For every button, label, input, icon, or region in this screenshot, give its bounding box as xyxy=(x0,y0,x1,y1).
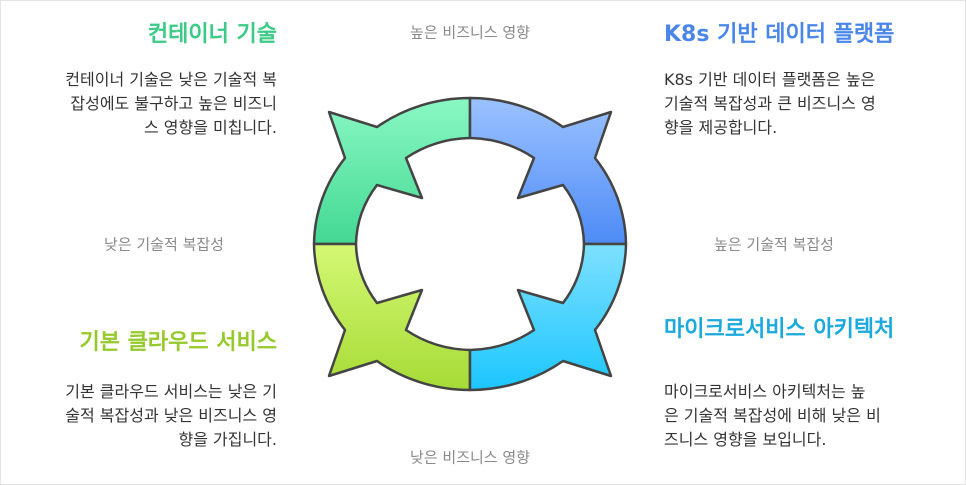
desc-line: 기본 클라우드 서비스는 낮은 기 xyxy=(65,382,277,401)
quadrant-segment-bottom-right xyxy=(468,242,628,392)
desc-line: 기술적 복잡성과 큰 비즈니스 영 xyxy=(664,94,876,113)
title-container-tech: 컨테이너 기술 xyxy=(147,22,277,47)
desc-k8s-data-platform: K8s 기반 데이터 플랫폼은 높은 기술적 복잡성과 큰 비즈니스 영 향을 … xyxy=(664,68,876,140)
desc-line: 향을 가집니다. xyxy=(178,430,278,449)
desc-line: 잡성에도 불구하고 높은 비즈니 xyxy=(70,94,277,113)
desc-line: K8s 기반 데이터 플랫폼은 높은 xyxy=(664,70,876,89)
axis-label-left: 낮은 기술적 복잡성 xyxy=(104,235,224,254)
quadrant-segment-top-right xyxy=(468,96,628,246)
desc-line: 마이크로서비스 아키텍처는 높 xyxy=(664,382,866,401)
title-basic-cloud-services: 기본 클라우드 서비스 xyxy=(79,330,277,355)
axis-label-top: 높은 비즈니스 영향 xyxy=(410,23,530,42)
desc-line: 컨테이너 기술은 낮은 기술적 복 xyxy=(65,70,277,89)
axis-label-bottom: 낮은 비즈니스 영향 xyxy=(410,448,530,467)
desc-basic-cloud-services: 기본 클라우드 서비스는 낮은 기 술적 복잡성과 낮은 비즈니스 영 향을 가… xyxy=(65,380,277,452)
desc-microservices-architecture: 마이크로서비스 아키텍처는 높 은 기술적 복잡성에 비해 낮은 비 즈니스 영… xyxy=(664,380,881,452)
title-microservices-architecture: 마이크로서비스 아키텍처 xyxy=(664,317,895,342)
desc-line: 스 영향을 미칩니다. xyxy=(143,118,277,137)
title-k8s-data-platform: K8s 기반 데이터 플랫폼 xyxy=(664,22,895,47)
desc-line: 술적 복잡성과 낮은 비즈니스 영 xyxy=(65,406,277,425)
quadrant-segment-top-left xyxy=(312,96,472,246)
desc-line: 은 기술적 복잡성에 비해 낮은 비 xyxy=(664,406,881,425)
axis-label-right: 높은 기술적 복잡성 xyxy=(714,235,834,254)
desc-line: 향을 제공합니다. xyxy=(664,118,778,137)
desc-line: 즈니스 영향을 보입니다. xyxy=(664,430,827,449)
desc-container-tech: 컨테이너 기술은 낮은 기술적 복 잡성에도 불구하고 높은 비즈니 스 영향을… xyxy=(65,68,277,140)
quadrant-segment-bottom-left xyxy=(312,242,472,392)
